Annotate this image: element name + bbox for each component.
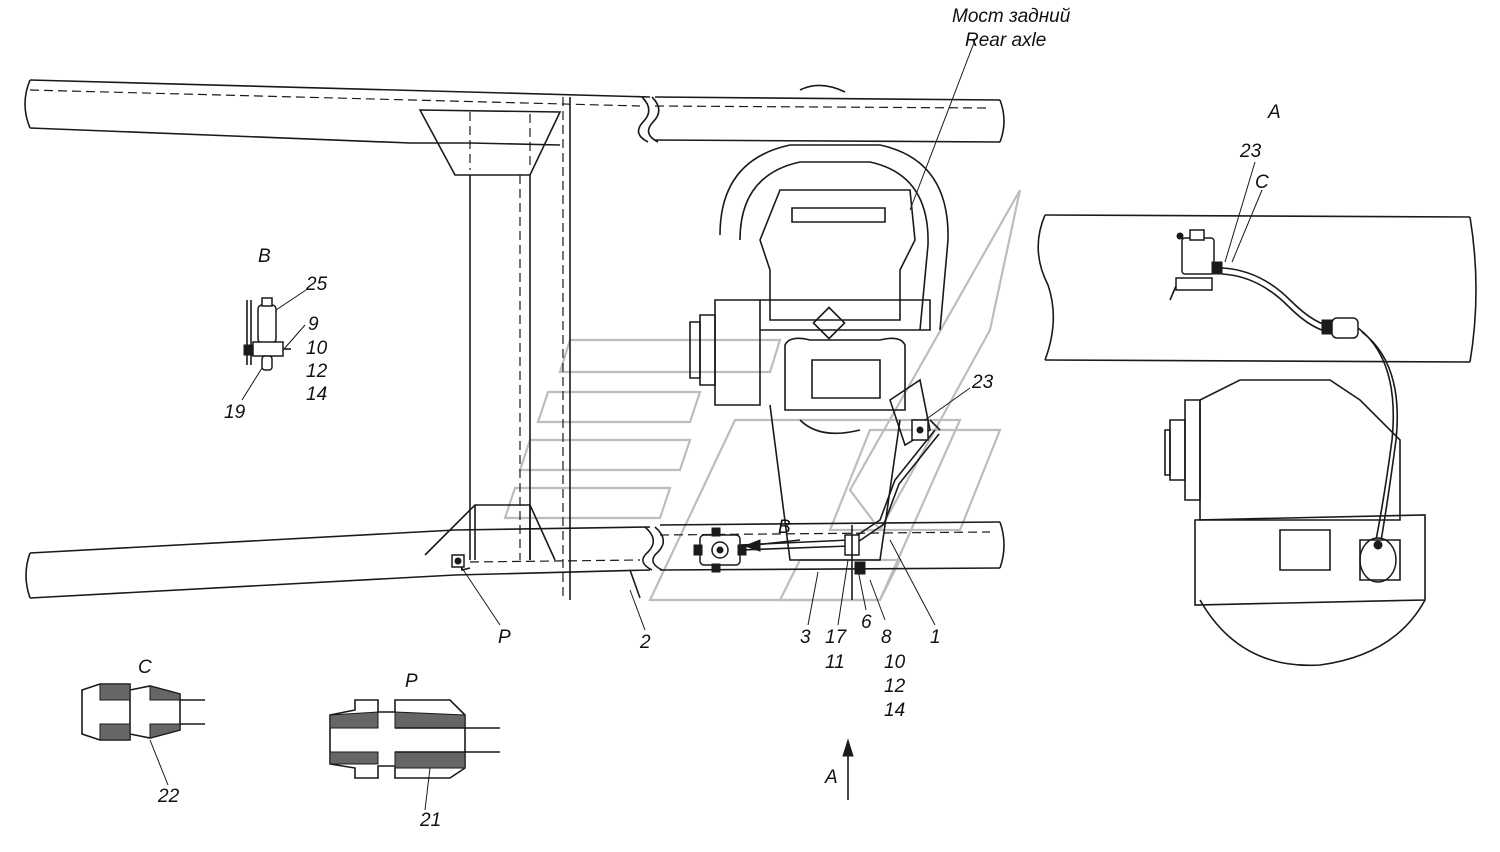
callout-b-25: 25 <box>305 274 328 295</box>
fitting-23 <box>911 419 929 441</box>
valve-assembly <box>693 527 747 573</box>
leader-lines <box>461 39 976 800</box>
callout-2: 2 <box>639 632 651 653</box>
callout-b-12: 12 <box>306 361 328 382</box>
title-en: Rear axle <box>965 30 1046 51</box>
callout-b-10: 10 <box>306 338 328 359</box>
arrow-label-b: B <box>778 517 791 538</box>
view-label-a: A <box>1267 102 1281 123</box>
callout-3: 3 <box>800 627 811 648</box>
callout-21: 21 <box>419 810 441 831</box>
callout-12: 12 <box>884 676 906 697</box>
view-c-detail <box>81 683 205 786</box>
chassis-frame <box>24 79 1005 600</box>
view-label-c: C <box>138 657 152 678</box>
main-callouts: 23 2 3 17 11 6 8 10 12 14 1 <box>639 372 994 721</box>
view-b <box>241 289 307 401</box>
title-ru: Мост задний <box>952 6 1071 27</box>
callout-22: 22 <box>157 786 180 807</box>
callout-10: 10 <box>884 652 906 673</box>
callout-b-14: 14 <box>306 384 327 405</box>
view-p-detail <box>329 699 500 811</box>
rear-axle-housing <box>689 84 949 561</box>
view-a-callouts: 23 C <box>1239 141 1269 193</box>
view-labels: A B C P P B A <box>138 102 1281 788</box>
callout-11: 11 <box>825 652 845 673</box>
arrow-label-a: A <box>824 767 838 788</box>
fitting-p <box>451 554 465 568</box>
callout-a-23: 23 <box>1239 141 1262 162</box>
callout-a-c: C <box>1255 172 1269 193</box>
view-label-p: P <box>405 671 418 692</box>
callout-17: 17 <box>825 627 848 648</box>
detail-callouts: 22 21 <box>157 786 441 831</box>
watermark-logo <box>503 189 1022 602</box>
callout-14: 14 <box>884 700 905 721</box>
callout-8: 8 <box>881 627 892 648</box>
view-label-b: B <box>258 246 271 267</box>
tee-fitting <box>844 525 866 600</box>
view-a <box>1037 161 1477 667</box>
title-block: Мост задний Rear axle <box>952 6 1071 51</box>
callout-p: P <box>498 627 511 648</box>
callout-6: 6 <box>861 612 872 633</box>
callout-b-19: 19 <box>224 402 246 423</box>
callout-23: 23 <box>971 372 994 393</box>
callout-b-9: 9 <box>308 314 319 335</box>
view-b-callouts: 25 9 10 12 14 19 <box>224 274 328 423</box>
callout-1: 1 <box>930 627 941 648</box>
